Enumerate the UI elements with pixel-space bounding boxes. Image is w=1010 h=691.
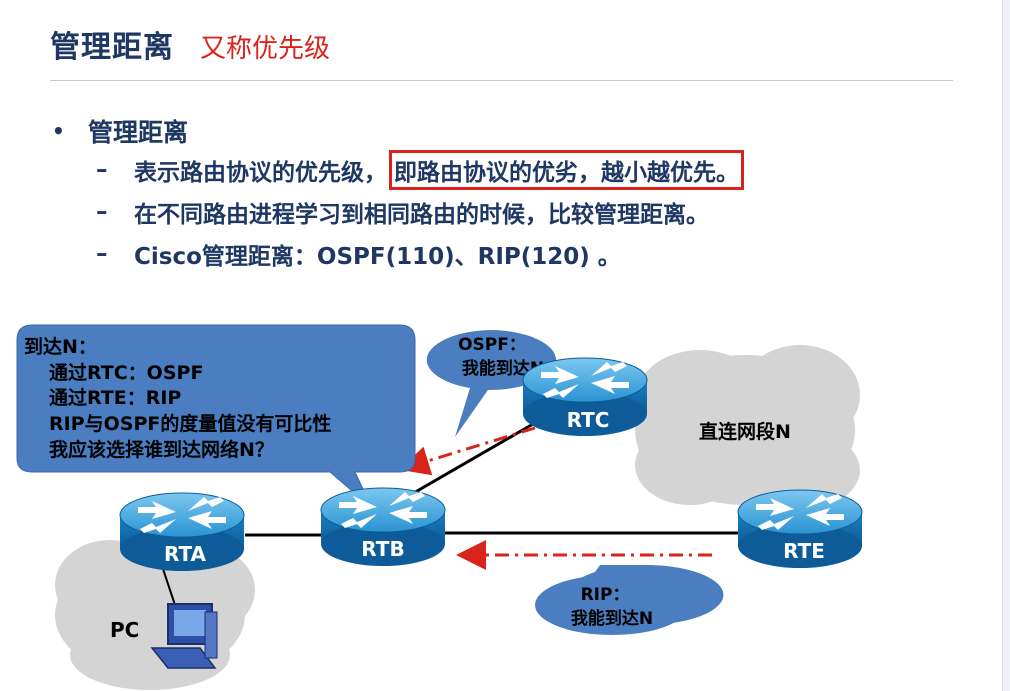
pc-icon: [150, 603, 218, 669]
callout-rip: [535, 565, 724, 635]
callout-line: 我应该选择谁到达网络N？: [49, 438, 274, 461]
bullet-item-priority: – 表示路由协议的优先级， 即路由协议的优劣，越小越优先。: [96, 149, 744, 191]
callout-rip-text: RIP： 我能到达N: [571, 585, 653, 629]
callout-line: 到达N：: [24, 335, 97, 358]
bullet-level1-text: 管理距离: [88, 118, 189, 147]
bullet-dash-icon: –: [96, 157, 108, 183]
bullet-item-compare: – 在不同路由进程学习到相同路由的时候，比较管理距离。: [96, 191, 744, 233]
callout-line: 通过RTC：OSPF: [49, 362, 203, 384]
network-links: [245, 418, 738, 537]
page-title: 管理距离: [50, 30, 174, 65]
route-arrows: [399, 426, 712, 570]
bullet-dash-icon: –: [96, 199, 108, 225]
page-subtitle: 又称优先级: [200, 34, 331, 64]
header-divider: [50, 80, 953, 81]
cloud-shape: [635, 345, 860, 510]
router-labels: RTC RTB RTA RTE: [164, 408, 825, 566]
callout-main-text: 到达N： 通过RTC：OSPF 通过RTE：RIP RIP与OSPF的度量值没有…: [24, 335, 331, 461]
bullet-item-text: 表示路由协议的优先级，: [134, 160, 387, 186]
bullet-list: • 管理距离 – 表示路由协议的优先级， 即路由协议的优劣，越小越优先。 – 在…: [52, 113, 744, 275]
cloud-label: 直连网段N: [699, 420, 791, 443]
callout-ospf: [426, 330, 557, 437]
callout-rip-line: 我能到达N: [571, 608, 653, 629]
pc-label: PC: [110, 618, 139, 642]
highlighted-text: 即路由协议的优劣，越小越优先。: [389, 150, 744, 190]
callout-rip-line: RIP：: [581, 585, 630, 605]
bullet-item-text: Cisco管理距离：OSPF(110)、RIP(120) 。: [134, 244, 621, 270]
bullet-item-text: 在不同路由进程学习到相同路由的时候，比较管理距离。: [134, 202, 709, 228]
bullet-dot-icon: •: [52, 119, 65, 143]
bullet-level1: • 管理距离: [52, 113, 744, 149]
bullet-dash-icon: –: [96, 241, 108, 267]
router-label-rtb: RTB: [361, 537, 404, 561]
slide-header: 管理距离 又称优先级: [50, 22, 330, 66]
router-label-rte: RTE: [783, 539, 825, 563]
callout-line: 通过RTE：RIP: [49, 387, 181, 409]
callout-line: RIP与OSPF的度量值没有可比性: [49, 412, 331, 435]
callout-ospf-line: 我能到达N: [462, 358, 544, 379]
router-label-rta: RTA: [164, 542, 207, 566]
slide-right-edge: [1002, 0, 1010, 691]
bullet-item-cisco: – Cisco管理距离：OSPF(110)、RIP(120) 。: [96, 233, 744, 275]
router-label-rtc: RTC: [567, 408, 610, 432]
callout-ospf-text: OSPF： 我能到达N: [458, 335, 544, 379]
callout-ospf-line: OSPF：: [458, 335, 526, 355]
